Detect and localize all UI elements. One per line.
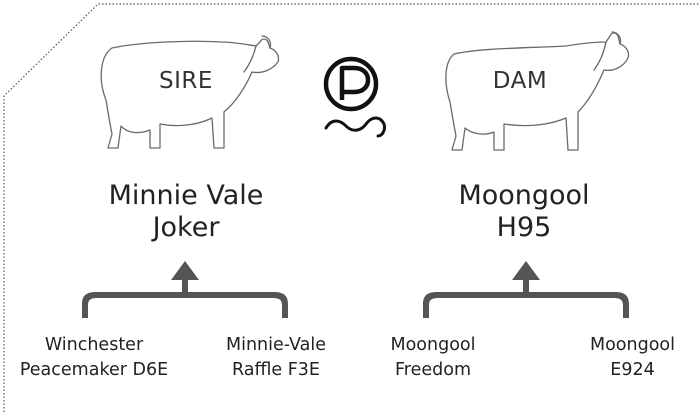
sire-label: SIRE [159, 68, 213, 94]
sire-parent-2: Minnie-Vale Raffle F3E [201, 333, 351, 383]
dam-parent-1: Moongool Freedom [368, 333, 498, 383]
dam-parent-2-line2: E924 [610, 360, 655, 380]
sire-parent-1: Winchester Peacemaker D6E [14, 333, 174, 383]
dam-name: Moongool H95 [434, 180, 614, 244]
dam-name-line2: H95 [496, 212, 552, 243]
sire-name-line2: Joker [152, 212, 220, 243]
dam-name-line1: Moongool [458, 180, 590, 211]
dam-parent-1-line2: Freedom [395, 360, 471, 380]
dam-parent-2: Moongool E924 [570, 333, 695, 383]
sire-parent-1-line2: Peacemaker D6E [19, 360, 169, 380]
dam-label: DAM [492, 68, 548, 94]
sire-parent-2-line2: Raffle F3E [231, 360, 320, 380]
sire-name: Minnie Vale Joker [96, 180, 276, 244]
sire-name-line1: Minnie Vale [108, 180, 264, 211]
dam-parent-2-line1: Moongool [590, 335, 675, 355]
sire-parent-1-line1: Winchester [44, 335, 144, 355]
sire-parent-2-line1: Minnie-Vale [225, 335, 327, 355]
dam-parent-1-line1: Moongool [390, 335, 476, 355]
